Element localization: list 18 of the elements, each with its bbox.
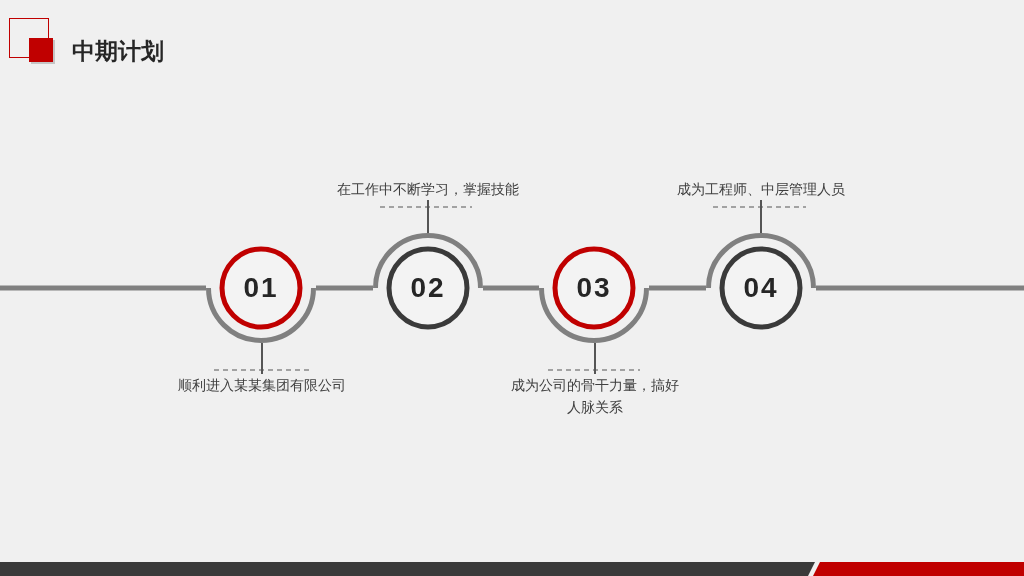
step-description: 在工作中不断学习，掌握技能 — [318, 178, 538, 200]
step-description: 顺利进入某某集团有限公司 — [152, 374, 372, 396]
step-description: 成为工程师、中层管理人员 — [651, 178, 871, 200]
leader-line — [261, 342, 263, 375]
step-number: 01 — [243, 272, 279, 304]
leader-line — [760, 199, 762, 234]
step-number: 04 — [743, 272, 779, 304]
leader-line — [427, 199, 429, 234]
timeline-line — [316, 285, 373, 291]
step-number: 03 — [576, 272, 612, 304]
timeline-line — [483, 285, 539, 291]
leader-line — [594, 342, 596, 375]
timeline-line — [649, 285, 706, 291]
step-number: 02 — [410, 272, 446, 304]
timeline-line — [816, 285, 1024, 291]
step-description: 成为公司的骨干力量，搞好人脉关系 — [507, 374, 683, 418]
timeline-line — [0, 285, 206, 291]
slide-title: 中期计划 — [72, 37, 164, 66]
